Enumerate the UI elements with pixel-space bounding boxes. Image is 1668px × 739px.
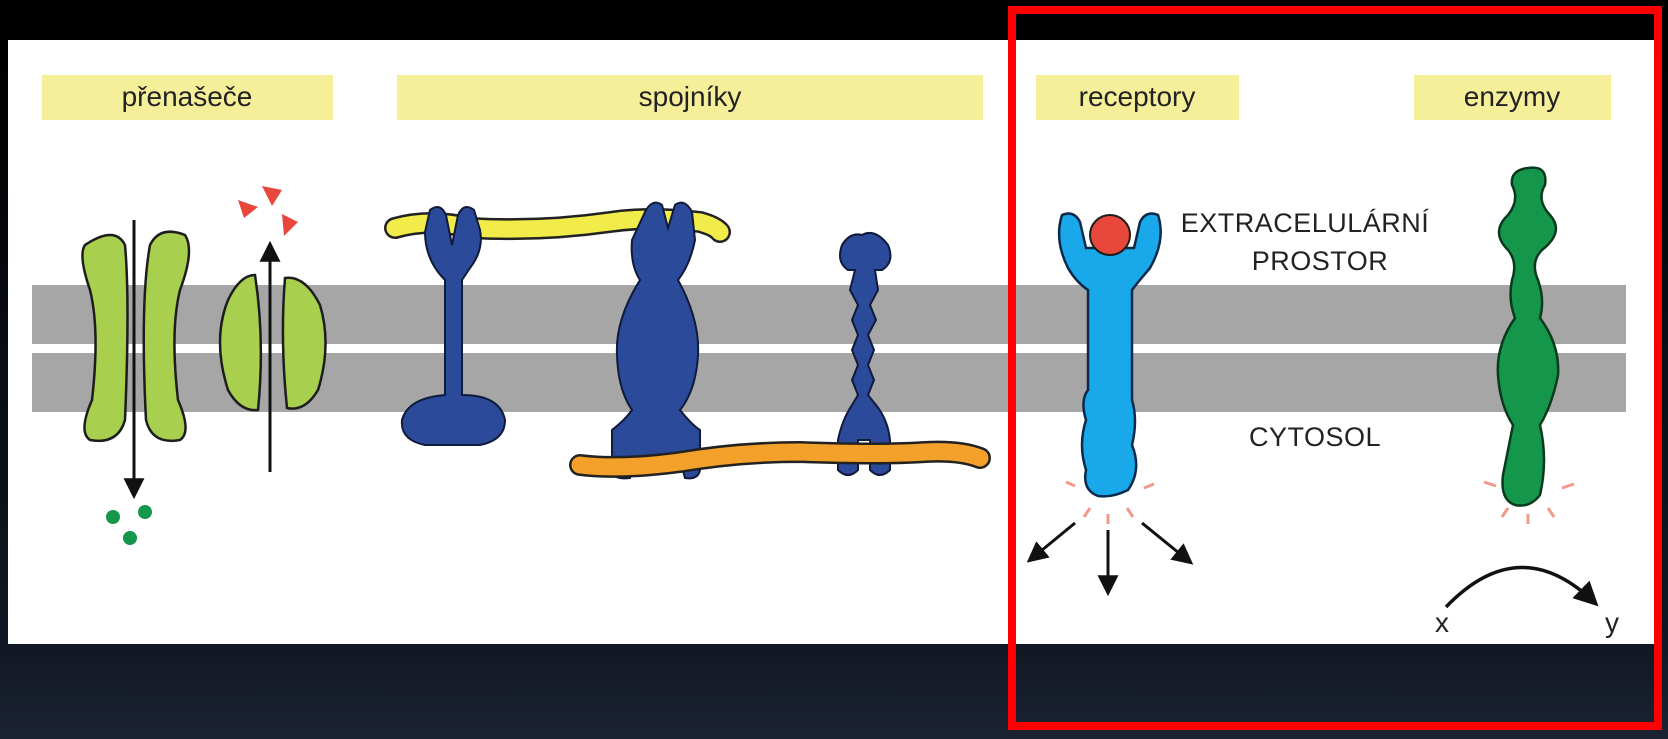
label-receptors: receptory (1079, 81, 1196, 112)
reaction-substrate-label: x (1435, 607, 1449, 638)
extracellular-label-line2: PROSTOR (1252, 246, 1389, 276)
cytosol-label: CYTOSOL (1249, 422, 1381, 452)
reaction-product-label: y (1605, 607, 1619, 638)
label-linkers: spojníky (639, 81, 742, 112)
ligand (1090, 215, 1130, 255)
label-enzymes: enzymy (1464, 81, 1560, 112)
label-transporters: přenašeče (122, 81, 253, 112)
extracellular-label-line1: EXTRACELULÁRNÍ (1181, 208, 1430, 238)
